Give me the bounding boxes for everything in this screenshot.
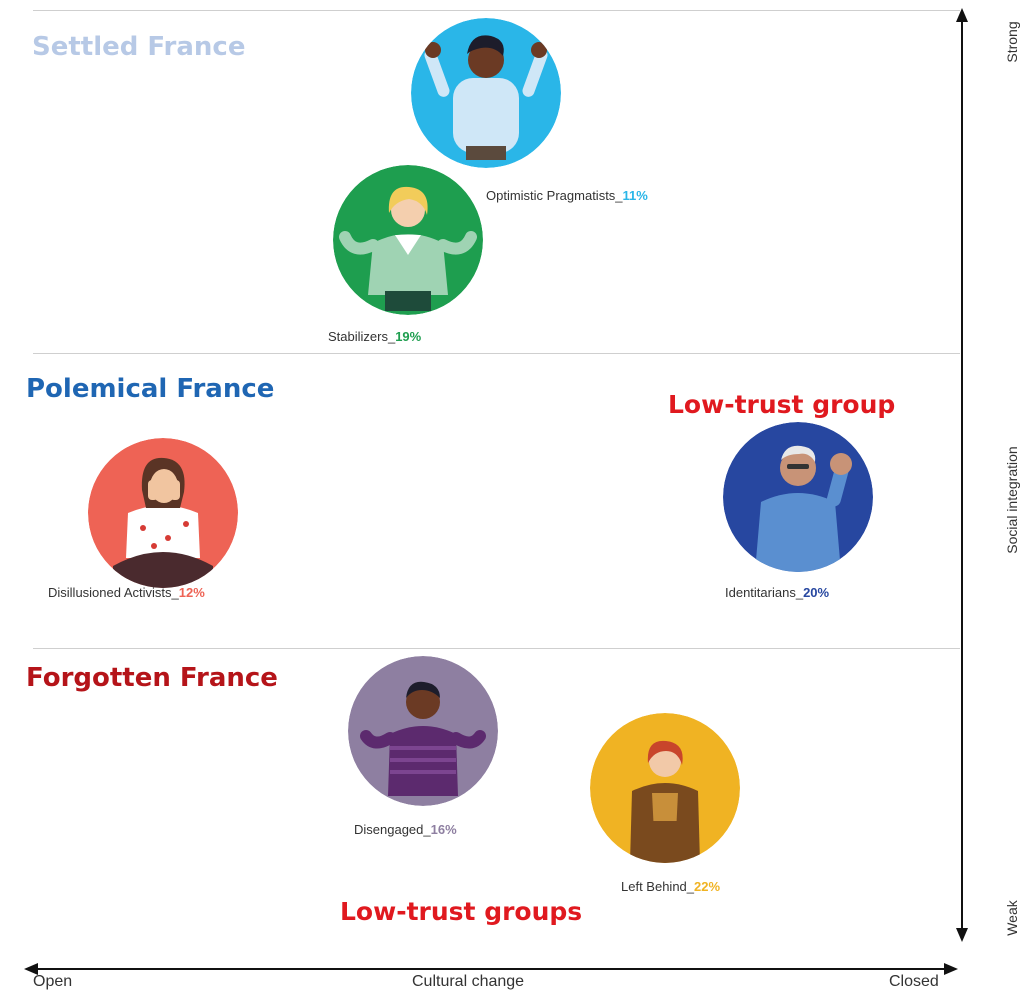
y-axis-top-label: Strong [1004,21,1020,63]
optimistic-pragmatists-avatar [411,18,561,168]
x-axis-arrow-left [24,963,38,975]
segment-name: Left Behind_ [621,879,695,894]
segment-percent: 20% [803,585,830,600]
x-axis-title: Cultural change [412,973,525,990]
stabilizers-label: Stabilizers_19% [328,329,421,344]
top-divider [33,10,960,11]
disillusioned-activists-avatar [88,438,238,588]
section-title-settled: Settled France [32,32,246,62]
disillusioned-activists-label: Disillusioned Activists_12% [48,585,205,600]
disengaged-avatar [348,656,498,806]
segment-percent: 11% [622,188,648,203]
segment-name: Identitarians_ [725,585,804,600]
segment-percent: 12% [178,585,205,600]
x-axis-right-label: Closed [889,973,939,990]
identitarians-avatar [723,422,873,572]
segment-name: Disengaged_ [354,822,431,837]
stabilizers-avatar [333,165,483,315]
low-trust-group-note: Low-trust group [668,390,896,419]
segment-name: Disillusioned Activists_ [48,585,179,600]
segment-name: Stabilizers_ [328,329,396,344]
left-behind-avatar [590,713,740,863]
disengaged-label: Disengaged_16% [354,822,457,837]
segment-percent: 22% [694,879,721,894]
section-title-polemical: Polemical France [26,374,275,404]
y-axis-arrow-up [956,8,968,22]
y-axis-title: Social integration [1004,446,1020,554]
y-axis-arrow-down [956,928,968,942]
divider-settled-polemical [33,353,960,354]
segment-percent: 19% [395,329,422,344]
segment-name: Optimistic Pragmatists_ [486,188,623,203]
segment-percent: 16% [430,822,457,837]
low-trust-groups-note: Low-trust groups [340,897,583,926]
x-axis-arrow-right [944,963,958,975]
optimistic-pragmatists-label: Optimistic Pragmatists_11% [486,188,648,203]
left-behind-label: Left Behind_22% [621,879,720,894]
section-title-forgotten: Forgotten France [26,663,278,693]
identitarians-label: Identitarians_20% [725,585,829,600]
x-axis-left-label: Open [33,973,73,990]
divider-polemical-forgotten [33,648,960,649]
y-axis-bottom-label: Weak [1004,900,1020,936]
